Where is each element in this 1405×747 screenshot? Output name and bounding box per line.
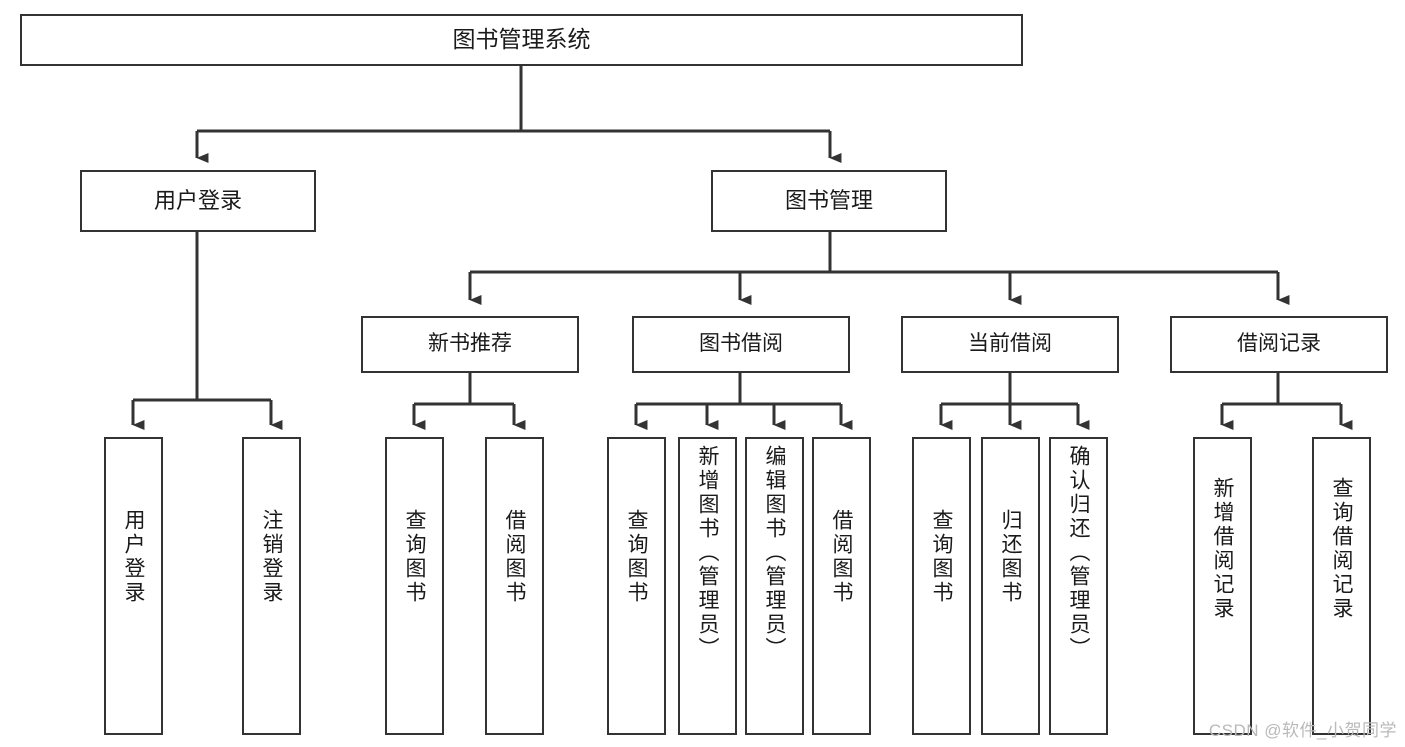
node-user-login[interactable]: 用户登录 <box>80 170 316 232</box>
leaf-borrow-book-1-label: 借阅图书 <box>503 509 526 605</box>
leaf-return-book-label: 归还图书 <box>999 509 1022 605</box>
leaf-logout-login-label: 注销登录 <box>260 509 283 605</box>
node-current-borrow-label: 当前借阅 <box>968 332 1052 356</box>
leaf-user-login-label: 用户登录 <box>122 509 145 605</box>
leaf-query-borrow-record[interactable]: 查询借阅记录 <box>1312 437 1371 735</box>
leaf-return-book[interactable]: 归还图书 <box>981 437 1040 735</box>
node-current-borrow[interactable]: 当前借阅 <box>901 316 1119 373</box>
node-root[interactable]: 图书管理系统 <box>20 14 1023 66</box>
leaf-user-login[interactable]: 用户登录 <box>104 437 163 735</box>
node-user-login-label: 用户登录 <box>153 188 242 214</box>
leaf-query-book-2-label: 查询图书 <box>625 509 648 605</box>
leaf-add-borrow-record-label: 新增借阅记录 <box>1211 477 1234 621</box>
node-new-book-recommend[interactable]: 新书推荐 <box>361 316 579 373</box>
node-book-management-label: 图书管理 <box>784 188 873 214</box>
leaf-confirm-return-label: 确认归还（管理员） <box>1067 445 1090 661</box>
csdn-watermark: CSDN @软件_小贺同学 <box>1208 721 1397 740</box>
leaf-confirm-return[interactable]: 确认归还（管理员） <box>1049 437 1108 735</box>
leaf-edit-book-label: 编辑图书（管理员） <box>763 445 786 661</box>
leaf-borrow-book-2-label: 借阅图书 <box>830 509 853 605</box>
node-new-book-recommend-label: 新书推荐 <box>428 332 512 356</box>
leaf-borrow-book-2[interactable]: 借阅图书 <box>812 437 871 735</box>
leaf-add-book-label: 新增图书（管理员） <box>696 445 719 661</box>
node-borrow-record[interactable]: 借阅记录 <box>1170 316 1388 373</box>
leaf-query-book-1[interactable]: 查询图书 <box>385 437 444 735</box>
leaf-logout-login[interactable]: 注销登录 <box>242 437 301 735</box>
leaf-add-book[interactable]: 新增图书（管理员） <box>678 437 737 735</box>
node-book-management[interactable]: 图书管理 <box>711 170 947 232</box>
node-book-borrow[interactable]: 图书借阅 <box>632 316 850 373</box>
leaf-query-borrow-record-label: 查询借阅记录 <box>1330 477 1353 621</box>
node-root-label: 图书管理系统 <box>452 26 591 53</box>
leaf-borrow-book-1[interactable]: 借阅图书 <box>485 437 544 735</box>
leaf-add-borrow-record[interactable]: 新增借阅记录 <box>1193 437 1252 735</box>
leaf-query-book-3-label: 查询图书 <box>930 509 953 605</box>
leaf-query-book-1-label: 查询图书 <box>403 509 426 605</box>
node-borrow-record-label: 借阅记录 <box>1237 332 1321 356</box>
leaf-query-book-2[interactable]: 查询图书 <box>607 437 666 735</box>
leaf-query-book-3[interactable]: 查询图书 <box>912 437 971 735</box>
leaf-edit-book[interactable]: 编辑图书（管理员） <box>745 437 804 735</box>
node-book-borrow-label: 图书借阅 <box>699 332 783 356</box>
